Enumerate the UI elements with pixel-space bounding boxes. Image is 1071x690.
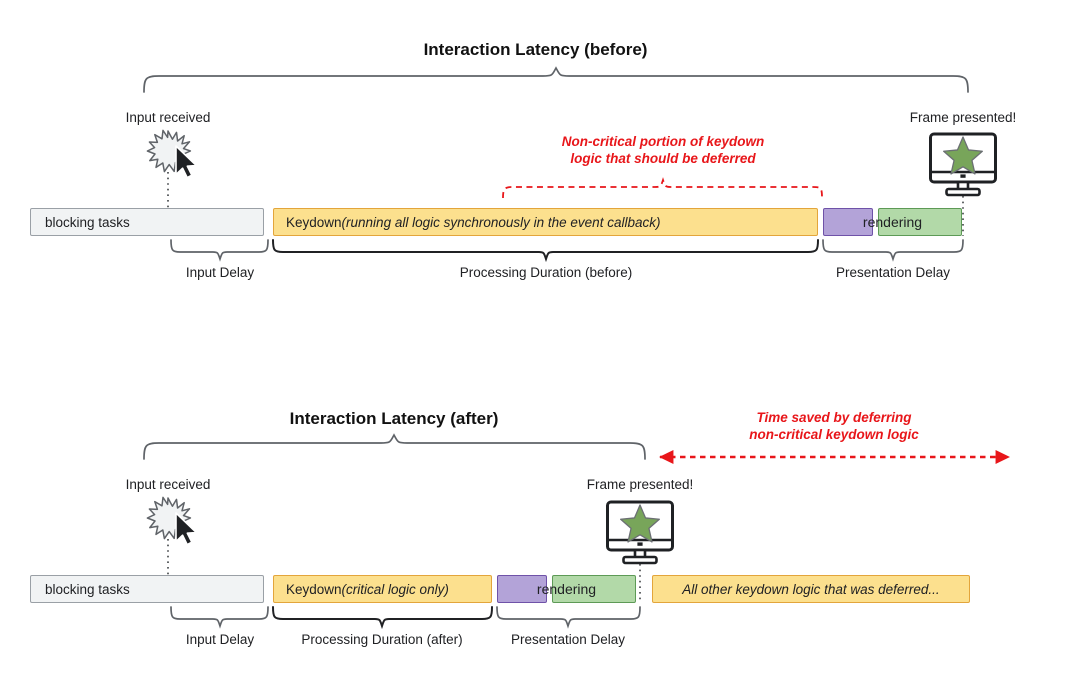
before-keydown-prefix: Keydown <box>286 214 342 230</box>
noncritical-red-brace <box>502 177 823 199</box>
before-bar-keydown[interactable]: Keydown (running all logic synchronously… <box>273 208 818 236</box>
after-brace-label-presentation: Presentation Delay <box>510 632 626 647</box>
before-annotation: Non-critical portion of keydown logic th… <box>463 133 863 168</box>
before-brace-label-processing: Processing Duration (before) <box>459 265 633 280</box>
mouse-cursor-icon <box>175 512 198 546</box>
after-annotation-line2: non-critical keydown logic <box>749 427 919 443</box>
before-bar-rendering[interactable] <box>878 208 962 236</box>
monitor-icon <box>929 132 997 197</box>
before-rendering-label: rendering <box>862 214 923 230</box>
after-diagram-title: Interaction Latency (after) <box>289 409 499 428</box>
after-keydown-emphasis: (critical logic only) <box>341 581 449 597</box>
star-icon <box>620 504 660 543</box>
after-input-delay-brace <box>170 606 269 629</box>
before-diagram-title: Interaction Latency (before) <box>423 40 648 59</box>
after-latency-brace <box>143 433 646 460</box>
before-keydown-emphasis: (running all logic synchronously in the … <box>341 214 661 230</box>
before-annotation-line1: Non-critical portion of keydown <box>561 134 765 149</box>
after-input-received-label: Input received <box>125 477 211 492</box>
after-bar-keydown[interactable]: Keydown (critical logic only) <box>273 575 492 603</box>
after-bar-blocking-tasks[interactable]: blocking tasks <box>30 575 264 603</box>
after-processing-brace <box>272 606 493 630</box>
monitor-icon <box>606 500 674 565</box>
click-burst-icon <box>146 496 192 540</box>
after-bar-deferred-work[interactable]: All other keydown logic that was deferre… <box>652 575 970 603</box>
before-bar-presentation-delay[interactable] <box>823 208 873 236</box>
after-frame-presented-label: Frame presented! <box>586 477 694 492</box>
mouse-cursor-icon <box>175 145 198 179</box>
before-input-received-label: Input received <box>125 110 211 125</box>
after-presentation-brace <box>496 606 641 629</box>
after-bar-presentation-delay[interactable] <box>497 575 547 603</box>
before-input-delay-brace <box>170 239 269 262</box>
before-frame-presented-label: Frame presented! <box>909 110 1017 125</box>
before-presentation-brace <box>822 239 964 262</box>
before-brace-label-presentation: Presentation Delay <box>835 265 951 280</box>
before-bar-blocking-tasks[interactable]: blocking tasks <box>30 208 264 236</box>
before-annotation-line2: logic that should be deferred <box>570 151 756 167</box>
after-annotation-line1: Time saved by deferring <box>756 410 912 425</box>
click-burst-icon <box>146 129 192 173</box>
before-brace-label-input-delay: Input Delay <box>185 265 255 280</box>
before-latency-brace <box>143 66 969 93</box>
star-icon <box>943 136 983 175</box>
after-brace-label-input-delay: Input Delay <box>185 632 255 647</box>
after-brace-label-processing: Processing Duration (after) <box>301 632 463 647</box>
after-keydown-prefix: Keydown <box>286 581 342 597</box>
after-annotation: Time saved by deferring non-critical key… <box>644 409 1024 444</box>
after-bar-rendering[interactable] <box>552 575 636 603</box>
before-processing-brace <box>272 239 819 263</box>
after-rendering-label: rendering <box>536 581 597 597</box>
